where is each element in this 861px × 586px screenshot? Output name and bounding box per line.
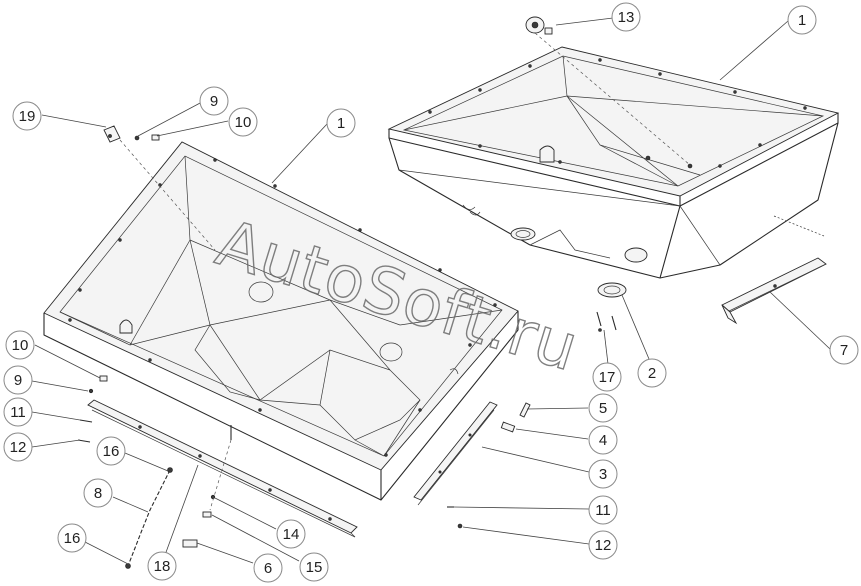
hopper-right: [387, 46, 840, 279]
svg-text:12: 12: [595, 537, 612, 554]
callout-2: 2: [637, 358, 667, 388]
callout-1-left: 1: [326, 108, 356, 138]
callout-9-top: 9: [199, 86, 229, 116]
callout-17: 17: [592, 362, 622, 392]
fasteners-center: [182, 425, 232, 548]
svg-text:19: 19: [19, 108, 36, 125]
bolt-10-top: [151, 134, 160, 141]
callout-6: 6: [253, 553, 283, 583]
svg-text:18: 18: [154, 558, 171, 575]
callout-1-right: 1: [787, 5, 817, 35]
bolts-17: [596, 311, 617, 332]
callout-11-right: 11: [588, 495, 618, 525]
leader-lines: [31, 17, 831, 566]
svg-text:16: 16: [64, 530, 81, 547]
svg-text:5: 5: [599, 400, 607, 417]
svg-text:1: 1: [337, 115, 345, 132]
washer-13: [525, 16, 553, 35]
bracket-7: [721, 257, 827, 325]
callout-9-left: 9: [3, 365, 33, 395]
fasteners-right: [447, 402, 531, 529]
callout-5: 5: [588, 393, 618, 423]
callout-10-top: 10: [228, 107, 258, 137]
svg-text:11: 11: [10, 404, 26, 421]
svg-text:1: 1: [798, 12, 806, 29]
flange-2: [597, 282, 627, 298]
svg-text:2: 2: [648, 365, 656, 382]
svg-text:10: 10: [12, 337, 29, 354]
svg-text:14: 14: [283, 526, 300, 543]
bracket-19: [103, 125, 121, 143]
svg-text:9: 9: [210, 93, 218, 110]
callout-3: 3: [588, 459, 618, 489]
callout-19: 19: [12, 101, 42, 131]
callout-12-right: 12: [588, 530, 618, 560]
callout-11-left: 11: [3, 397, 33, 427]
callout-10-left: 10: [5, 330, 35, 360]
callout-8: 8: [83, 478, 113, 508]
svg-text:12: 12: [10, 439, 27, 456]
callout-15: 15: [299, 552, 329, 582]
callout-4: 4: [588, 425, 618, 455]
hopper-right-rim-bolts: [428, 58, 807, 168]
svg-text:7: 7: [840, 342, 848, 359]
rail-18: [87, 399, 358, 538]
svg-text:16: 16: [103, 443, 120, 460]
callout-12-left: 12: [3, 432, 33, 462]
nut-9-top: [134, 135, 140, 141]
svg-text:10: 10: [235, 114, 252, 131]
callout-14: 14: [276, 519, 306, 549]
callout-7: 7: [829, 335, 859, 365]
svg-text:3: 3: [599, 466, 607, 483]
callout-16-bottom: 16: [57, 523, 87, 553]
callout-18: 18: [147, 551, 177, 581]
svg-text:8: 8: [94, 485, 102, 502]
svg-text:11: 11: [595, 502, 611, 519]
svg-text:9: 9: [14, 372, 22, 389]
svg-text:15: 15: [306, 559, 323, 576]
svg-text:4: 4: [599, 432, 607, 449]
svg-text:6: 6: [264, 560, 272, 577]
rail-3: [413, 401, 498, 506]
hopper-left: [43, 141, 519, 501]
svg-text:13: 13: [618, 9, 635, 26]
callout-13: 13: [611, 2, 641, 32]
svg-text:17: 17: [599, 369, 616, 386]
callout-16-top: 16: [96, 436, 126, 466]
